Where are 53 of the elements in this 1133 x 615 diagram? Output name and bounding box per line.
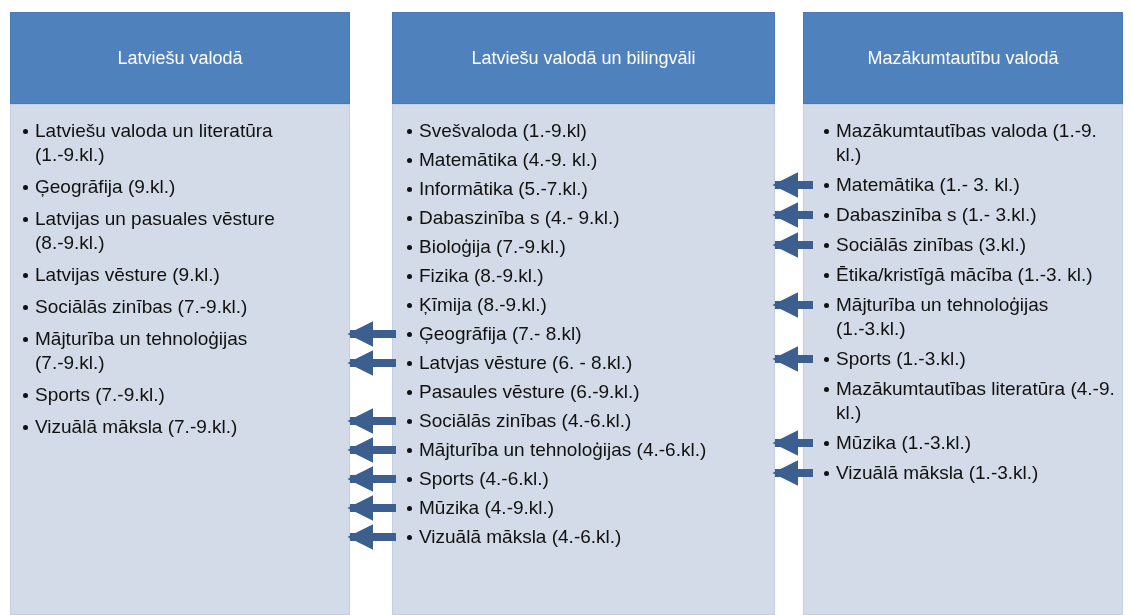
list-panel	[803, 104, 1123, 615]
list-item: Bioloģija (7.-9.kl.)	[405, 235, 566, 259]
list-item: Ģeogrāfija (9.kl.)	[21, 175, 176, 199]
column-header: Mazākumtautību valodā	[803, 12, 1123, 104]
list-item: Vizuālā māksla (1.-3.kl.)	[822, 461, 1039, 485]
list-item: Vizuālā māksla (4.-6.kl.)	[405, 525, 622, 549]
list-item: Dabaszinība s (4.- 9.kl.)	[405, 206, 620, 230]
column-header: Latviešu valodā	[10, 12, 350, 104]
list-item: Latvijas un pasuales vēsture (8.-9.kl.)	[21, 207, 313, 255]
list-item: Dabaszinība s (1.- 3.kl.)	[822, 203, 1037, 227]
list-item: Latvjas vēsture (6. - 8.kl.)	[405, 351, 633, 375]
list-item: Sports (1.-3.kl.)	[822, 347, 966, 371]
list-item: Mazākumtautības literatūra (4.-9. kl.)	[822, 377, 1118, 425]
list-item: Vizuālā māksla (7.-9.kl.)	[21, 415, 238, 439]
list-item: Mūzika (4.-9.kl.)	[405, 496, 555, 520]
list-item: Mājturība un tehnoloģijas (1.-3.kl.)	[822, 293, 1118, 341]
arrow	[772, 430, 813, 456]
list-item: Ķīmija (8.-9.kl.)	[405, 293, 547, 317]
arrow	[772, 202, 813, 228]
arrow	[347, 524, 396, 550]
list-item: Matemātika (4.-9. kl.)	[405, 148, 598, 172]
list-panel	[10, 104, 350, 615]
list-item: Sociālās zinības (7.-9.kl.)	[21, 295, 248, 319]
list-item: Sociālās zinības (3.kl.)	[822, 233, 1027, 257]
arrow	[772, 346, 813, 372]
arrow	[347, 466, 396, 492]
arrow	[772, 172, 813, 198]
arrow	[347, 495, 396, 521]
list-item: Sociālās zinības (4.-6.kl.)	[405, 409, 632, 433]
arrow	[347, 321, 396, 347]
column-header: Latviešu valodā un bilingvāli	[392, 12, 775, 104]
list-item: Sports (4.-6.kl.)	[405, 467, 549, 491]
arrow	[347, 350, 396, 376]
list-panel	[392, 104, 775, 615]
arrow	[772, 460, 813, 486]
list-item: Fizika (8.-9.kl.)	[405, 264, 544, 288]
list-item: Pasaules vēsture (6.-9.kl.)	[405, 380, 640, 404]
list-item: Informātika (5.-7.kl.)	[405, 177, 588, 201]
list-item: Svešvaloda (1.-9.kl)	[405, 119, 587, 143]
list-item: Latviešu valoda un literatūra (1.-9.kl.)	[21, 119, 313, 167]
list-item: Ētika/kristīgā mācība (1.-3. kl.)	[822, 263, 1093, 287]
arrow	[347, 408, 396, 434]
list-item: Ģeogrāfija (7.- 8.kl)	[405, 322, 582, 346]
list-item: Mūzika (1.-3.kl.)	[822, 431, 972, 455]
list-item: Mājturība un tehnoloģijas (7.-9.kl.)	[21, 327, 313, 375]
arrow	[772, 232, 813, 258]
arrow	[772, 292, 813, 318]
list-item: Matemātika (1.- 3. kl.)	[822, 173, 1020, 197]
list-item: Mazākumtautības valoda (1.-9. kl.)	[822, 119, 1118, 167]
arrow	[347, 437, 396, 463]
list-item: Sports (7.-9.kl.)	[21, 383, 165, 407]
list-item: Latvijas vēsture (9.kl.)	[21, 263, 220, 287]
list-item: Mājturība un tehnoloģijas (4.-6.kl.)	[405, 438, 707, 462]
